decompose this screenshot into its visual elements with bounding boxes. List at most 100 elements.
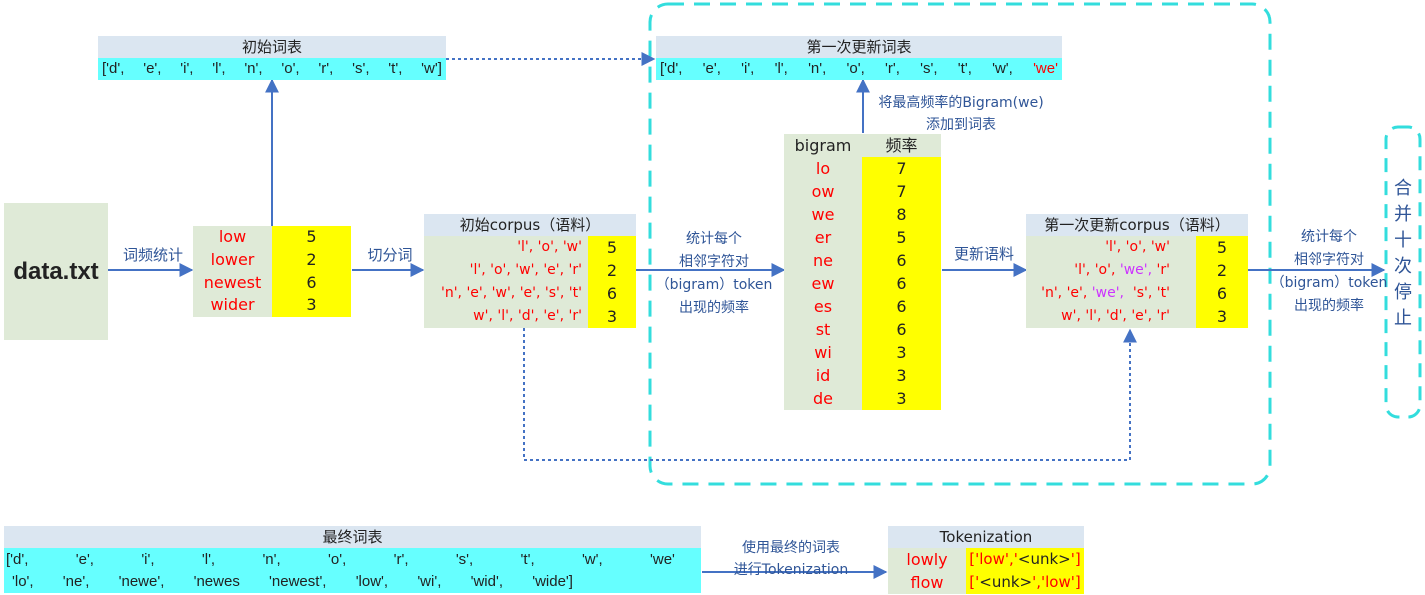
final-vocab-token: 'wide'] — [532, 573, 573, 590]
bigram-cell: es — [813, 297, 833, 316]
token-output: ['<unk>','low'] — [966, 571, 1084, 594]
token-part: 's', 't' — [1124, 285, 1170, 301]
bigram-cell: de — [813, 389, 833, 408]
token-part: 'n', 'e', — [1041, 285, 1092, 301]
token-part: 'l', 'o', — [1074, 262, 1120, 278]
corpus-row: 'l', 'o', 'w', 'e', 'r'2 — [424, 259, 636, 282]
bigram-table-header: bigram 频率 — [784, 134, 941, 157]
sep: ',' — [1032, 573, 1046, 591]
updated-corpus-freq: 3 — [1216, 307, 1228, 326]
stop-char: 停 — [1394, 282, 1412, 303]
updated-corpus-row: 'l', 'o', 'we', 'r' 2 — [1026, 259, 1248, 282]
vocab-token: 't', — [957, 60, 972, 77]
word-cell: low — [218, 227, 247, 246]
vocab-token: 'l', — [212, 60, 226, 77]
corpus-freq: 3 — [606, 307, 618, 326]
use-final-line: 使用最终的词表 — [742, 540, 840, 556]
corpus-row: 'n', 'e', 'w', 'e', 's', 't'6 — [424, 282, 636, 305]
final-vocab-token: 'ne', — [62, 573, 90, 590]
stop-box: 合并十次停止 — [1387, 176, 1419, 332]
bigram-freq-cell: 3 — [896, 389, 907, 408]
updated-vocab: 第一次更新词表 ['d','e','i','l','n','o','r','s'… — [656, 36, 1062, 80]
final-vocab-token: 's', — [455, 551, 474, 568]
add-to-vocab-line: 添加到词表 — [926, 117, 996, 133]
label-update-corpus: 更新语料 — [953, 245, 1014, 263]
bigram-row: de 3 — [784, 387, 941, 410]
vocab-token-new: 'we' — [1033, 60, 1058, 77]
final-vocab-token: 'n', — [262, 551, 281, 568]
freq-cell: 3 — [306, 295, 317, 315]
add-to-vocab-line: 将最高频率的Bigram(we) — [878, 95, 1044, 111]
bracket: '] — [1070, 550, 1081, 568]
vocab-token: 't', — [388, 60, 403, 77]
token-part: 'l', 'o', 'w' — [1105, 239, 1170, 255]
vocab-token: 'w', — [992, 60, 1013, 77]
vocab-token: 'r', — [318, 60, 334, 77]
vocab-token: ['d', — [102, 60, 125, 77]
final-vocab-token: 'newe', — [118, 573, 165, 590]
corpus-tokens: 'l', 'o', 'w', 'e', 'r' — [469, 262, 582, 278]
updated-corpus-tokens: 'l', 'o', 'we', 'r' — [1026, 259, 1196, 282]
updated-corpus-title: 第一次更新corpus（语料） — [1026, 214, 1248, 236]
count-bigram-2-line: 统计每个 — [1301, 229, 1357, 245]
label-add-to-vocab: 将最高频率的Bigram(we) 添加到词表 — [866, 92, 1056, 136]
corpus-freq: 6 — [606, 284, 618, 303]
token-output: ['low','<unk>'] — [966, 548, 1084, 571]
vocab-token: 'n', — [244, 60, 263, 77]
use-final-line: 进行Tokenization — [733, 562, 849, 578]
token-part: w', 'l', 'd', 'e', 'r' — [1061, 308, 1170, 324]
bigram-cell: we — [811, 205, 835, 224]
vocab-token: 'o', — [846, 60, 865, 77]
final-vocab-token: 'low', — [355, 573, 389, 590]
updated-vocab-title: 第一次更新词表 — [656, 36, 1062, 58]
bigram-freq-header: 频率 — [862, 134, 941, 157]
tokenization-row: flow['<unk>','low'] — [888, 571, 1084, 594]
updated-corpus-freq: 2 — [1216, 261, 1228, 280]
final-vocab-token: 'w', — [581, 551, 603, 568]
piece: low — [979, 550, 1005, 568]
stop-char: 合 — [1394, 178, 1412, 199]
final-vocab-token: 'newes — [193, 573, 240, 590]
final-vocab-token: 'wid', — [470, 573, 503, 590]
stop-box-frame — [1384, 125, 1422, 419]
final-vocab-token: 'e', — [75, 551, 94, 568]
updated-corpus-tokens: w', 'l', 'd', 'e', 'r' — [1026, 305, 1196, 328]
stop-char: 并 — [1394, 204, 1412, 225]
corpus-tokens: w', 'l', 'd', 'e', 'r' — [473, 308, 582, 324]
bigram-cell: id — [815, 366, 831, 385]
vocab-token: 'o', — [281, 60, 300, 77]
label-split-words: 切分词 — [367, 246, 413, 264]
updated-corpus-row: 'l', 'o', 'w' 5 — [1026, 236, 1248, 259]
final-vocab-token: ['d', — [6, 551, 29, 568]
updated-corpus-tokens: 'n', 'e', 'we', 's', 't' — [1026, 282, 1196, 305]
tokenization-row: lowly ['low','<unk>'] — [888, 548, 1084, 571]
final-vocab-row-1: ['d','e','i','l','n','o','r','s','t','w'… — [4, 548, 701, 571]
bigram-cell: st — [815, 320, 831, 339]
corpus-row: 'l', 'o', 'w'5 — [424, 236, 636, 259]
count-bigram-2-line: 相邻字符对 — [1294, 252, 1364, 268]
vocab-token: 'l', — [774, 60, 788, 77]
count-bigram-line: 统计每个 — [686, 231, 742, 247]
token-word: lowly — [906, 550, 948, 569]
count-bigram-2-line: （bigram）token — [1270, 275, 1388, 291]
bracket: [' — [969, 573, 980, 591]
final-vocab-title: 最终词表 — [4, 526, 701, 548]
initial-corpus: 初始corpus（语料） 'l', 'o', 'w'5'l', 'o', 'w'… — [424, 214, 636, 328]
bigram-cell: ow — [811, 182, 835, 201]
final-vocab-token: 'r', — [393, 551, 409, 568]
updated-corpus-freq: 5 — [1216, 238, 1228, 257]
